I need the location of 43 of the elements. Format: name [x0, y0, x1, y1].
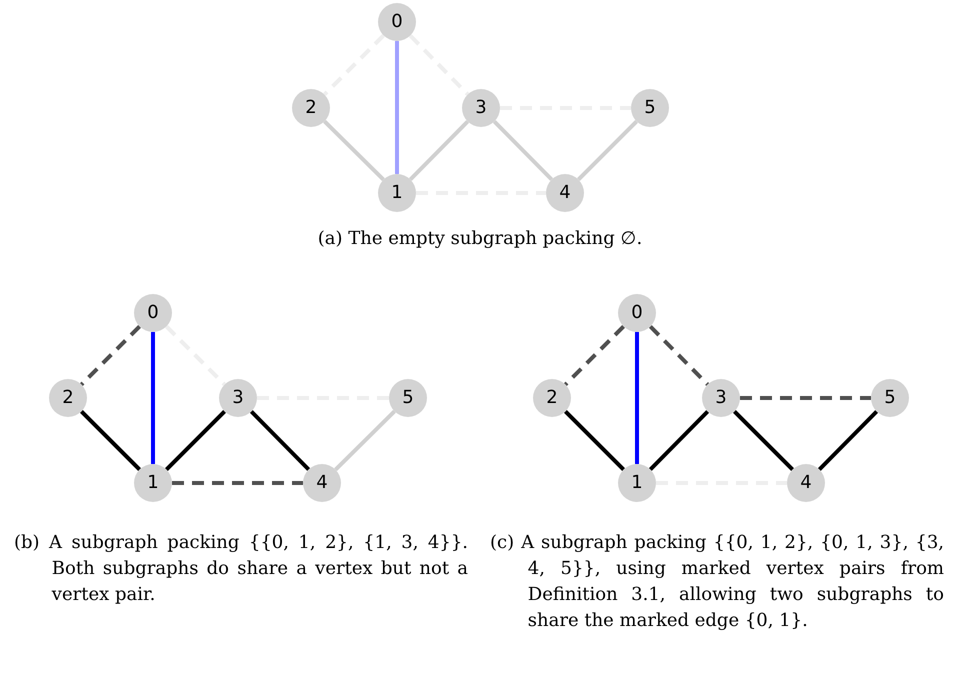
dashed-edge — [323, 34, 385, 96]
dashed-edge — [80, 325, 141, 386]
dashed-edge — [740, 396, 871, 400]
edge-line — [165, 410, 226, 471]
vertex-circle: 0 — [134, 294, 172, 332]
vertex-circle: 2 — [533, 379, 571, 417]
edge-line — [408, 120, 470, 181]
dashed-edge — [408, 34, 470, 96]
vertex-circle: 3 — [219, 379, 257, 417]
edge-line — [492, 120, 554, 181]
edge-line — [818, 410, 878, 471]
vertex-circle: 2 — [49, 379, 87, 417]
vertex-circle: 4 — [546, 174, 584, 212]
vertex-circle: 1 — [134, 464, 172, 502]
vertex-circle: 0 — [378, 3, 416, 41]
vertex-circle: 5 — [871, 379, 909, 417]
vertex-circle: 5 — [389, 379, 427, 417]
vertex-circle: 1 — [378, 174, 416, 212]
edge-line — [733, 410, 794, 471]
dashed-edge — [165, 325, 226, 386]
vertex-circle: 1 — [618, 464, 656, 502]
vertex-circle: 4 — [303, 464, 341, 502]
vertex-circle: 5 — [631, 89, 669, 127]
vertex-circle: 2 — [292, 89, 330, 127]
figure-caption: (c) A subgraph packing {{0, 1, 2}, {0, 1, 3}, {3, 4, 5}}, using marked vertex pairs from Definition 3.1, allowing two subgraphs to share the marked edge {0, 1}. — [490, 531, 944, 633]
edge-line — [635, 332, 639, 464]
edge-line — [151, 332, 155, 464]
figure-caption: (a) The empty subgraph packing ∅. — [316, 227, 644, 251]
figure-caption: (b) A subgraph packing {{0, 1, 2}, {1, 3, 4}}. Both subgraphs do share a vertex but not a vertex pair. — [14, 531, 468, 607]
dashed-edge — [172, 481, 303, 485]
edge-line — [564, 410, 625, 471]
edge-line — [323, 120, 385, 182]
edge-line — [395, 41, 399, 174]
edge-line — [80, 410, 141, 471]
dashed-edge — [648, 325, 710, 386]
vertex-circle: 3 — [702, 379, 740, 417]
edge-line — [250, 410, 310, 471]
edge-line — [577, 120, 638, 181]
vertex-circle: 3 — [462, 89, 500, 127]
vertex-circle: 0 — [618, 294, 656, 332]
edge-line — [648, 410, 710, 471]
edge-line — [334, 410, 396, 472]
vertex-circle: 4 — [787, 464, 825, 502]
